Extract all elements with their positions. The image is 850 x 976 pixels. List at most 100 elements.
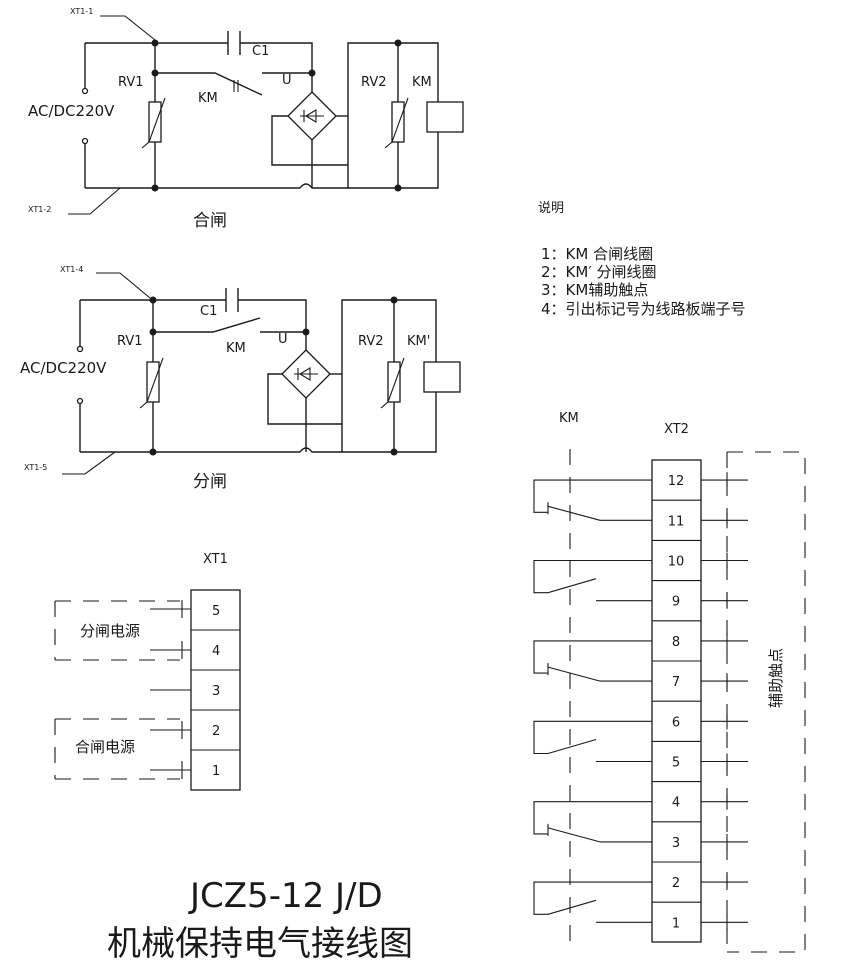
open-terminal-top-leader <box>96 272 151 299</box>
xt2-side-label: 辅助触点 <box>767 648 785 708</box>
notes-item: 2：KM′ 分闸线圈 <box>541 263 657 281</box>
open-bridge-side-lead <box>267 373 342 425</box>
notes-heading: 说明 <box>538 201 564 216</box>
close-junction-dot <box>308 69 316 77</box>
xt2-contact-blade <box>547 663 601 682</box>
diagram-subtitle: 机械保持电气接线图 <box>107 924 413 964</box>
open-km-contact <box>153 317 306 333</box>
close-junction-dot <box>151 184 159 192</box>
xt1-label: XT1 <box>203 552 228 567</box>
notes-item: 1：KM 合闸线圈 <box>541 245 653 263</box>
open-rv2-label: RV2 <box>358 334 384 349</box>
xt2-contact-bracket <box>533 881 600 915</box>
open-supply-label: AC/DC220V <box>20 359 107 377</box>
xt1-terminal-block: XT1 5 4 3 2 1 分闸电源 合闸电源 <box>54 552 241 791</box>
open-rv1-varistor <box>146 361 160 403</box>
open-rv1-slash <box>139 357 164 409</box>
close-top-rail <box>85 42 313 75</box>
xt1-terminal: 3 <box>212 684 220 699</box>
title-block: JCZ5-12 J/D 机械保持电气接线图 <box>107 876 413 964</box>
xt2-terminal: 1 <box>672 916 680 931</box>
close-rv1-label: RV1 <box>118 75 144 90</box>
close-bridge-diode <box>300 109 324 123</box>
close-junction-dot <box>394 39 402 47</box>
open-bridge-diode <box>294 367 318 381</box>
open-terminal-bottom-leader <box>62 451 116 475</box>
open-junction-dot <box>149 448 157 456</box>
xt2-terminal: 9 <box>672 595 680 610</box>
notes: 说明 1：KM 合闸线圈 2：KM′ 分闸线圈 3：KM辅助触点 4：引出标记号… <box>538 201 746 318</box>
close-capacitor <box>227 31 241 55</box>
close-rv2-varistor <box>391 101 405 143</box>
xt2-contact-blade <box>547 899 600 923</box>
xt2-terminal: 8 <box>672 635 680 650</box>
close-terminal-top-leader <box>100 15 156 41</box>
open-coil <box>423 361 461 393</box>
open-coil-label: KM' <box>407 334 430 349</box>
xt2-contact-bracket <box>533 640 600 674</box>
xt2-contact-bracket <box>533 479 600 513</box>
open-bottom-rail <box>80 299 437 453</box>
close-bottom-rail <box>85 42 439 189</box>
close-caption: 合闸 <box>193 211 227 231</box>
xt1-terminal: 5 <box>212 604 220 619</box>
close-junction-dot <box>151 39 159 47</box>
xt2-terminal: 4 <box>672 796 680 811</box>
close-junction-dot <box>394 184 402 192</box>
close-rv1-varistor <box>148 101 162 143</box>
xt1-close-group-frame <box>54 718 180 780</box>
notes-item: 3：KM辅助触点 <box>541 281 648 299</box>
xt2-terminal: 6 <box>672 715 680 730</box>
close-capacitor-label: C1 <box>252 44 269 59</box>
close-supply-top-terminal <box>81 87 89 95</box>
open-capacitor <box>225 288 239 312</box>
close-km-label: KM <box>198 91 218 106</box>
xt2-contact-bracket <box>533 801 600 835</box>
open-junction-dot <box>302 328 310 336</box>
close-rv2-slash <box>384 97 409 149</box>
xt2-contact-blade <box>547 738 600 763</box>
open-junction-dot <box>149 328 157 336</box>
open-junction-dot <box>390 296 398 304</box>
open-km-label: KM <box>226 341 246 356</box>
xt2-contact-bracket <box>533 720 600 755</box>
xt2-contact-bracket <box>533 559 600 594</box>
close-rv1-slash <box>141 97 166 149</box>
open-terminal-top-label: XT1-4 <box>60 265 83 274</box>
close-terminal-bottom-label: XT1-2 <box>28 205 51 214</box>
close-coil <box>426 101 464 133</box>
open-top-rail <box>80 299 307 332</box>
close-coil-return <box>348 132 439 189</box>
close-junction-dot <box>151 69 159 77</box>
open-terminal-bottom-label: XT1-5 <box>24 463 47 472</box>
xt1-terminal: 4 <box>212 644 220 659</box>
xt1-leads <box>150 608 191 771</box>
xt2-contact-blade <box>547 502 601 521</box>
xt2-contact-blade <box>547 578 600 602</box>
xt1-close-group-label: 合闸电源 <box>75 738 135 756</box>
close-terminal-bottom-leader <box>68 187 121 215</box>
xt1-open-group-frame <box>54 600 180 661</box>
xt1-terminal: 2 <box>212 724 220 739</box>
xt2-terminal: 10 <box>668 555 685 570</box>
xt2-label: XT2 <box>664 422 689 437</box>
open-bridge-label: U <box>278 332 288 347</box>
open-junction-dot <box>390 448 398 456</box>
open-supply-top-terminal <box>76 345 84 353</box>
xt1-dividers <box>191 629 240 751</box>
notes-item: 4：引出标记号为线路板端子号 <box>541 300 746 318</box>
open-junction-dot <box>149 296 157 304</box>
xt2-contact-label: KM <box>559 411 579 426</box>
open-coil-return <box>342 392 437 453</box>
close-km-contact-mark <box>233 80 239 92</box>
xt1-frame <box>190 589 241 791</box>
close-circuit: XT1-1 XT1-2 AC/DC220V C1 RV1 KM U <box>28 7 464 231</box>
open-rv2-slash <box>380 357 405 409</box>
xt2-terminal: 2 <box>672 876 680 891</box>
open-caption: 分闸 <box>193 472 227 492</box>
open-capacitor-label: C1 <box>200 304 217 319</box>
close-km-contact <box>155 72 312 96</box>
